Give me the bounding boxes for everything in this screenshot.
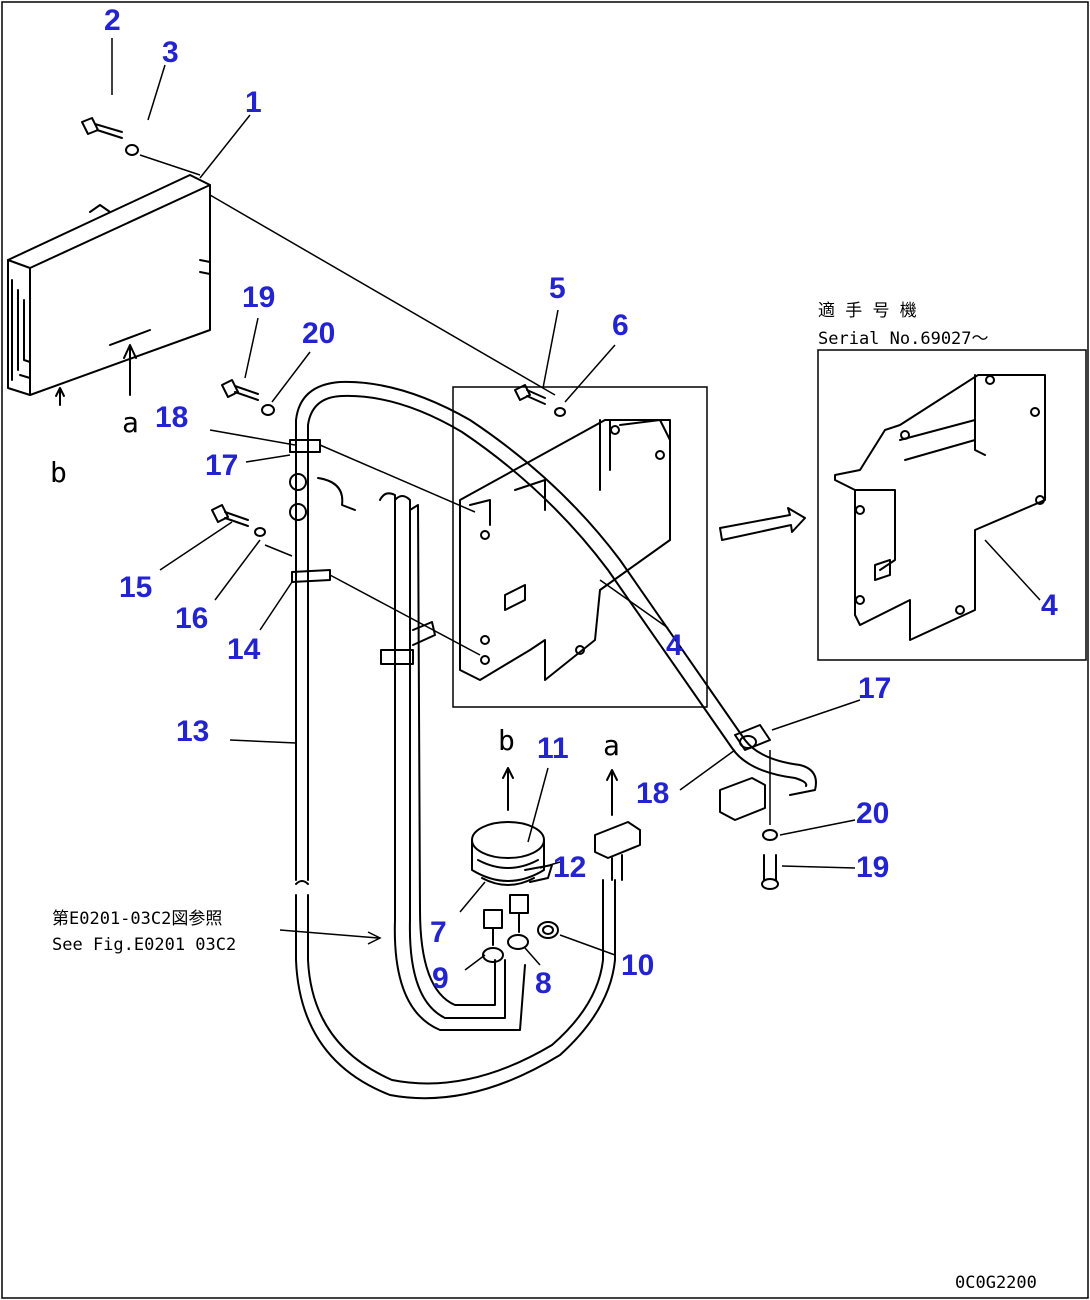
leader-13 [229,739,297,744]
connector-part-9 [482,909,504,963]
callout-15: 15 [119,571,152,604]
callout-10: 10 [621,949,654,982]
leader-5 [542,309,559,389]
callout-19-left: 19 [242,281,275,314]
bolt15-axis [264,544,293,557]
drawing-code: 0C0G2200 [955,1273,1037,1293]
clamp-part-18-left [289,439,356,521]
leader-19-left [244,317,259,379]
callout-11: 11 [537,732,569,765]
controller-box-part-1 [7,174,211,396]
callout-18-left: 18 [155,401,188,434]
leader-see-fig [279,929,382,945]
bolt-part-15 [211,504,249,527]
leader-15 [159,521,233,571]
callout-17-left: 17 [205,449,238,482]
clamp-part-14 [291,569,331,583]
detail-view-box [817,349,1087,661]
leader-4-detail [984,539,1041,601]
bolt-part-19-right [761,854,779,890]
bracket-part-4-main [452,386,708,708]
leader-6 [564,344,616,403]
leader-18-right [679,749,736,791]
leader-10 [559,934,616,956]
leader-17-right [771,699,861,731]
bolt-part-2 [81,117,123,139]
washer-part-20-left [261,404,275,416]
leader-20-right [779,819,856,836]
sensor-part-11 [471,821,553,886]
view-arrow-a-upper [123,344,137,396]
serial-note-jp: 適 手 号 機 [818,301,917,321]
view-arrow-b-upper [55,387,65,406]
callout-20-left: 20 [302,317,335,350]
harness-see-fig-e0201 [379,492,526,1031]
callout-20-right: 20 [856,797,889,830]
harness-upper-run [295,380,817,796]
leader-4-main [599,579,669,629]
bolt-part-19-left [221,379,259,401]
leader-12 [539,861,561,869]
callout-4-detail: 4 [1041,589,1058,622]
callout-5: 5 [549,272,566,305]
leader-3 [147,64,166,121]
harness-part-13 [295,449,616,1100]
leader-16 [214,539,261,601]
connector-a [594,821,641,881]
callout-7: 7 [430,916,447,949]
washer-part-3 [125,144,139,156]
callout-2: 2 [104,4,121,37]
leader-9 [464,954,486,971]
callout-9: 9 [432,962,449,995]
callout-17-right: 17 [858,672,891,705]
clamp-part-17-right [734,724,771,751]
view-arrow-b-lower [502,767,514,811]
view-letter-a-lower: a [603,729,620,762]
connector-part-8 [507,894,529,950]
nut-part-10 [537,921,559,939]
callout-19-right: 19 [856,851,889,884]
callout-3: 3 [162,36,179,69]
leader-18-left [209,429,296,446]
callout-18-right: 18 [636,777,669,810]
leader-14 [259,581,293,631]
washer-part-16 [254,527,266,537]
leader-7 [459,881,486,913]
callout-14: 14 [227,633,261,666]
see-fig-note-en: See Fig.E0201 03C2 [52,935,236,955]
callout-6: 6 [612,309,629,342]
callout-13: 13 [176,715,209,748]
callout-4-main: 4 [666,629,683,662]
serial-note-en: Serial No.69027～ [818,329,989,349]
bolt-part-5 [514,384,546,405]
view-arrow-a-lower [606,769,618,816]
leader-8 [524,947,541,966]
clamp-axis-line-upper [319,444,476,513]
view-letter-b-lower: b [498,724,515,757]
callout-16: 16 [175,602,208,635]
callout-1: 1 [245,86,262,119]
connector-right-end [719,777,766,821]
washer-part-6 [554,407,566,417]
view-letter-b-upper: b [50,456,67,489]
leader-19-right [781,865,856,869]
leader-17-left [245,454,291,463]
leader-1 [199,114,251,179]
leader-20-left [271,351,311,403]
see-fig-note-jp: 第E0201-03C2図参照 [52,909,222,929]
clamp-axis-line-lower [329,574,481,656]
callout-8: 8 [535,967,552,1000]
callout-12: 12 [553,851,586,884]
bolt-axis-line [139,154,556,396]
leader-11 [527,767,549,843]
view-letter-a-upper: a [122,406,139,439]
washer-part-20-right [762,829,778,841]
detail-arrow [719,507,806,541]
